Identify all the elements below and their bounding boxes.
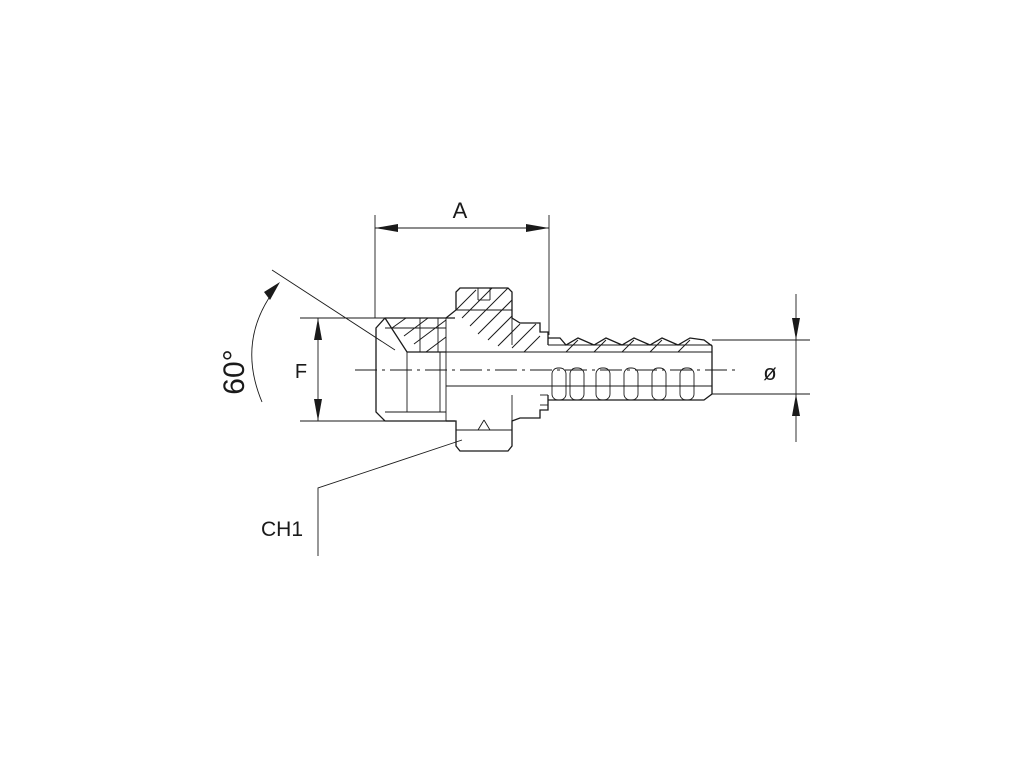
diameter-label: ø xyxy=(763,360,776,385)
hex-leader: CH1 xyxy=(261,439,463,556)
hose-tail xyxy=(540,337,713,406)
threaded-end xyxy=(375,317,455,422)
hex-label: CH1 xyxy=(261,518,303,541)
dimension-f: F xyxy=(295,317,385,422)
angle-label: 60° xyxy=(218,349,251,394)
hex-nut xyxy=(445,287,549,452)
dimension-a: A xyxy=(374,198,550,335)
dimension-a-label: A xyxy=(453,198,468,223)
angle-dimension: 60° xyxy=(218,269,396,403)
diameter-dimension: ø xyxy=(712,294,810,442)
dimension-f-label: F xyxy=(295,361,307,383)
